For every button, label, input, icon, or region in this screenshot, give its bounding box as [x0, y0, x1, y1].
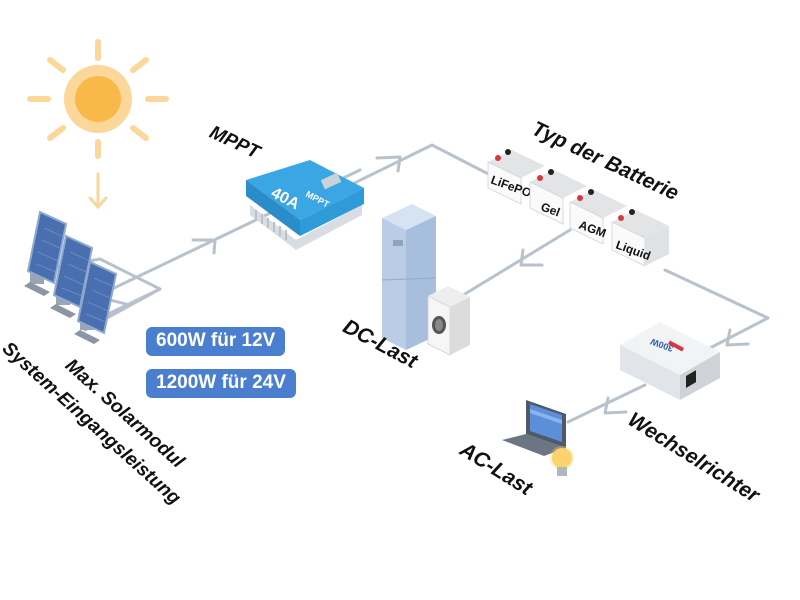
battery-bank: LiFePO4 Gel AGM Liquid [487, 149, 669, 267]
arrow-mppt-to-battery [375, 155, 402, 173]
laptop-icon [502, 400, 566, 456]
battery-icon: Gel [529, 169, 587, 225]
sun-icon [27, 39, 169, 159]
solar-input-badge-24v: 1200W für 24V [146, 369, 296, 398]
battery-icon: AGM [569, 189, 627, 245]
solar-input-badge-12v: 600W für 12V [146, 327, 286, 356]
flow-mppt-to-battery [328, 143, 502, 197]
solar-panel [74, 260, 118, 344]
charge-controller-icon: 40A MPPT [246, 160, 364, 250]
arrow-battery-to-dc [519, 248, 544, 267]
battery-type-gel: Gel [539, 200, 562, 220]
arrow-inverter-to-ac [603, 396, 628, 415]
battery-icon: Liquid [611, 209, 669, 267]
solar-panel [24, 210, 68, 296]
flow-battery-to-dc [453, 228, 572, 302]
washing-machine-icon [427, 286, 470, 356]
arrow-battery-to-inverter [725, 328, 750, 347]
sunlight-arrow-icon [88, 172, 108, 210]
inverter-icon: 300W [620, 322, 720, 400]
arrow-panels-to-mppt [191, 238, 217, 255]
light-bulb-icon [550, 446, 574, 476]
solar-panel-icon [24, 210, 118, 344]
